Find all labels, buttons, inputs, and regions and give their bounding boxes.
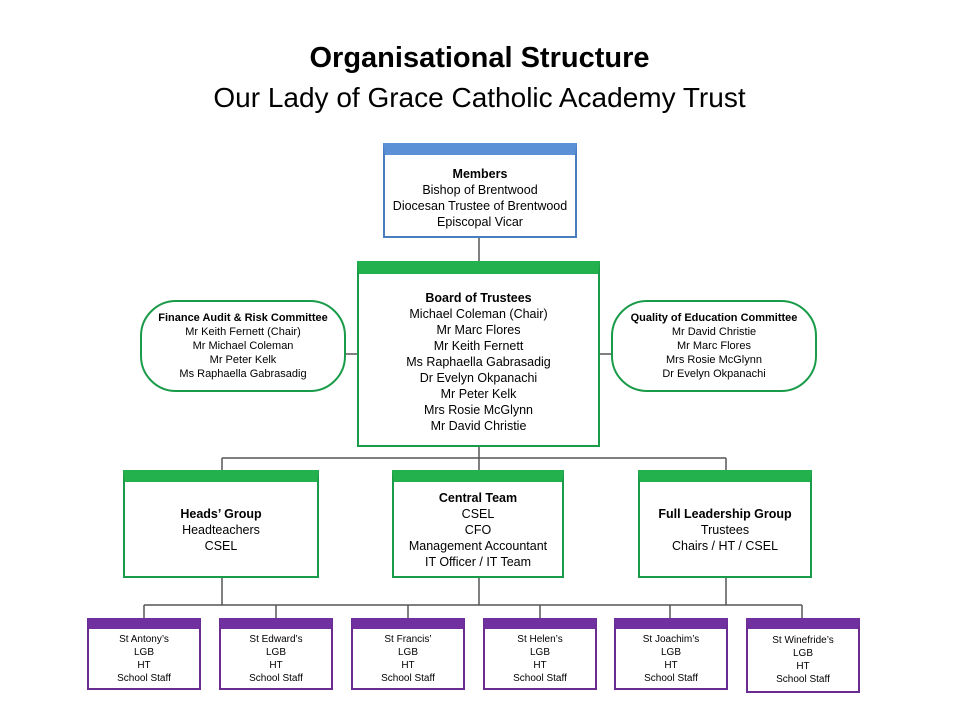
quality-member: Mr Marc Flores <box>677 340 751 352</box>
school-line: HT <box>401 659 415 671</box>
central-line: CFO <box>464 523 492 537</box>
school-line: School Staff <box>381 672 435 684</box>
school-name: St Edward’s <box>249 633 303 645</box>
school-line: HT <box>137 659 151 671</box>
school-line: HT <box>664 659 678 671</box>
finance-member: Mr Keith Fernett (Chair) <box>185 326 301 338</box>
board-member: Mr Marc Flores <box>436 322 521 337</box>
central-heading: Central Team <box>438 491 518 505</box>
heads-heading: Heads’ Group <box>180 507 262 521</box>
school-line: LGB <box>792 648 813 659</box>
members-box: Members Bishop of Brentwood Diocesan Tru… <box>383 143 577 238</box>
school-line: LGB <box>660 646 681 658</box>
school-box-st-francis: St Francis’ LGB HT School Staff <box>351 618 465 690</box>
school-name: St Antony’s <box>119 633 169 645</box>
board-of-trustees-box: Board of Trustees Michael Coleman (Chair… <box>357 261 600 447</box>
school-line: HT <box>533 659 547 671</box>
finance-member: Ms Raphaella Gabrasadig <box>179 368 307 380</box>
school-line: School Staff <box>776 674 830 685</box>
leadership-line: Trustees <box>700 523 750 537</box>
board-member: Mr Peter Kelk <box>440 386 517 401</box>
finance-audit-risk-committee: Finance Audit & Risk Committee Mr Keith … <box>140 300 346 392</box>
finance-member: Mr Michael Coleman <box>192 340 294 352</box>
school-line: HT <box>796 661 810 672</box>
school-box-st-edwards: St Edward’s LGB HT School Staff <box>219 618 333 690</box>
quality-heading: Quality of Education Committee <box>630 312 798 324</box>
board-member: Dr Evelyn Okpanachi <box>419 370 538 385</box>
school-name: St Francis’ <box>384 633 432 645</box>
central-line: IT Officer / IT Team <box>424 555 532 569</box>
heads-line: CSEL <box>204 539 238 553</box>
leadership-heading: Full Leadership Group <box>658 507 792 521</box>
school-line: HT <box>269 659 283 671</box>
school-line: LGB <box>133 646 154 658</box>
school-box-st-winefrides: St Winefride’s LGB HT School Staff <box>746 618 860 693</box>
heads-group-box: Heads’ Group Headteachers CSEL <box>123 470 319 578</box>
quality-member: Dr Evelyn Okpanachi <box>662 368 766 380</box>
school-line: School Staff <box>117 672 171 684</box>
quality-of-education-committee: Quality of Education Committee Mr David … <box>611 300 817 392</box>
members-heading: Members <box>452 166 508 181</box>
quality-member: Mrs Rosie McGlynn <box>666 354 762 366</box>
page-subtitle: Our Lady of Grace Catholic Academy Trust <box>213 82 746 113</box>
board-member: Mr Keith Fernett <box>433 338 524 353</box>
full-leadership-group-box: Full Leadership Group Trustees Chairs / … <box>638 470 812 578</box>
board-member: Mr David Christie <box>430 418 527 433</box>
board-member: Ms Raphaella Gabrasadig <box>406 354 551 369</box>
page-title: Organisational Structure <box>309 42 650 74</box>
school-line: School Staff <box>249 672 303 684</box>
board-heading: Board of Trustees <box>425 290 532 305</box>
school-name: St Winefride’s <box>772 635 834 646</box>
central-line: Management Accountant <box>408 539 548 553</box>
heads-line: Headteachers <box>182 523 260 537</box>
school-line: School Staff <box>644 672 698 684</box>
members-line: Episcopal Vicar <box>437 214 523 229</box>
school-name: St Joachim’s <box>642 633 700 645</box>
school-name: St Helen’s <box>517 633 563 645</box>
school-line: School Staff <box>513 672 567 684</box>
school-box-st-antonys: St Antony’s LGB HT School Staff <box>87 618 201 690</box>
members-line: Bishop of Brentwood <box>422 182 538 197</box>
board-member: Mrs Rosie McGlynn <box>423 402 534 417</box>
school-line: LGB <box>397 646 418 658</box>
finance-member: Mr Peter Kelk <box>209 354 277 366</box>
school-box-st-helens: St Helen’s LGB HT School Staff <box>483 618 597 690</box>
members-line: Diocesan Trustee of Brentwood <box>392 198 568 213</box>
school-line: LGB <box>529 646 550 658</box>
quality-member: Mr David Christie <box>671 326 757 338</box>
school-box-st-joachims: St Joachim’s LGB HT School Staff <box>614 618 728 690</box>
board-member: Michael Coleman (Chair) <box>409 306 548 321</box>
central-line: CSEL <box>461 507 495 521</box>
central-team-box: Central Team CSEL CFO Management Account… <box>392 470 564 578</box>
leadership-line: Chairs / HT / CSEL <box>671 539 779 553</box>
finance-heading: Finance Audit & Risk Committee <box>158 312 328 324</box>
school-line: LGB <box>265 646 286 658</box>
